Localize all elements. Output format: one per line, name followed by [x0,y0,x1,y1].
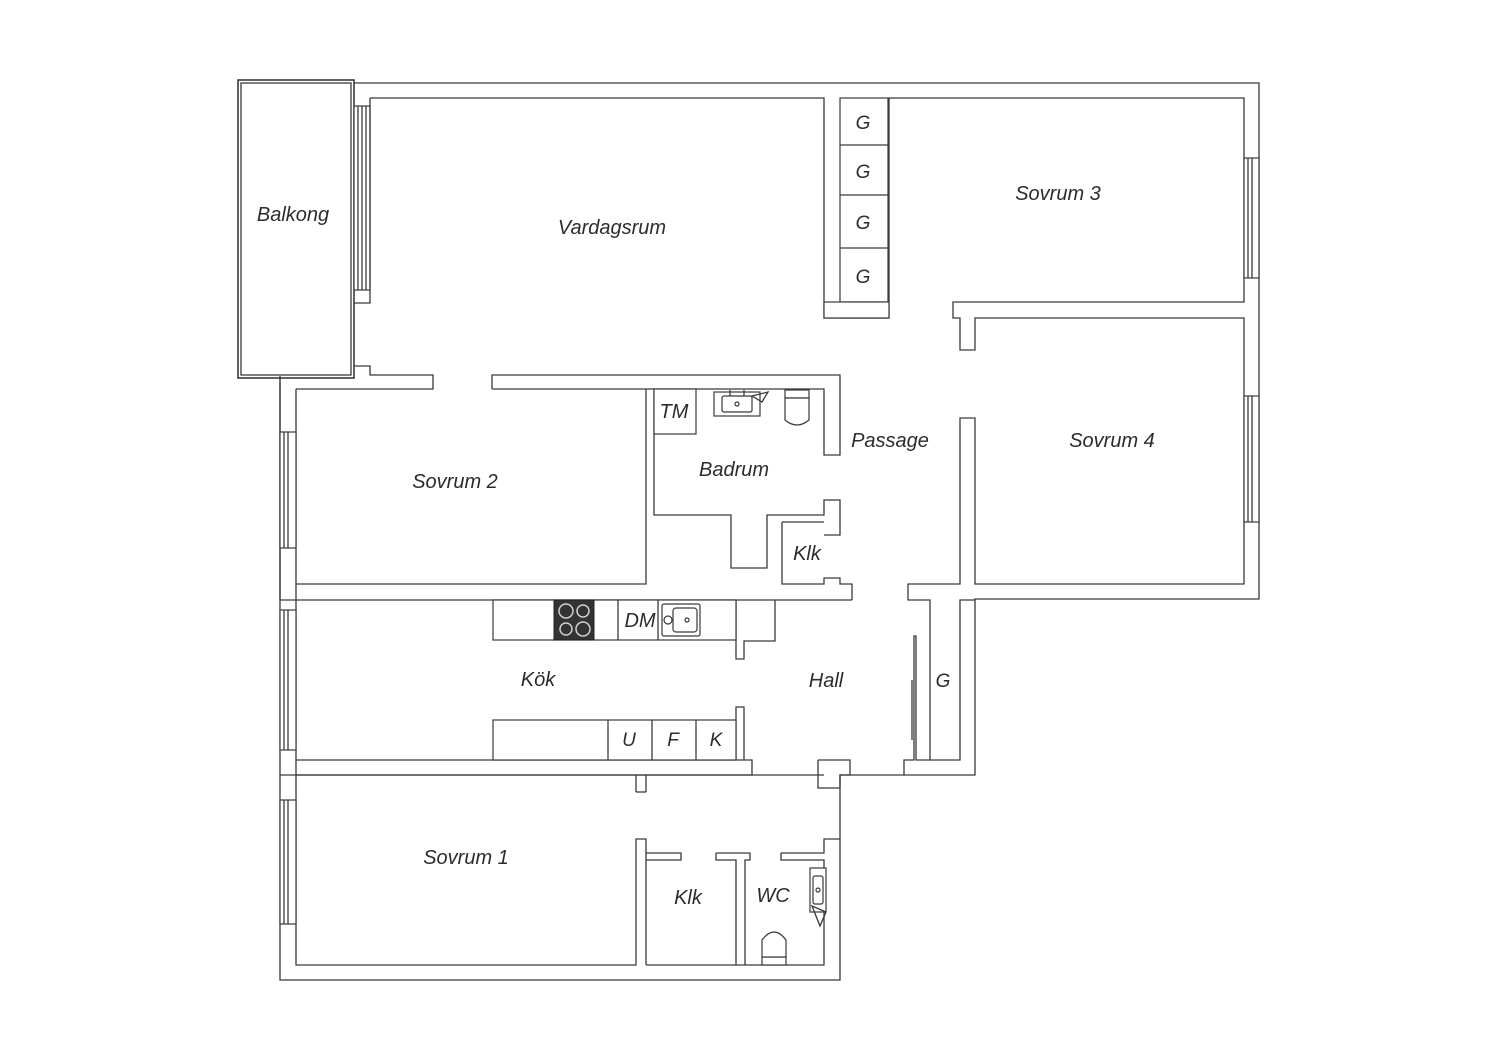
closet-label-g-hall: G [936,671,951,692]
room-label-kok: Kök [521,669,556,691]
room-label-vardagsrum: Vardagsrum [558,217,666,239]
room-label-passage: Passage [851,430,929,452]
bathroom-toilet [784,389,810,426]
kitchen-unit-f: F [667,730,680,751]
room-label-hall: Hall [809,670,844,692]
kitchen-unit-k: K [710,730,724,751]
stove-icon [553,599,595,641]
kitchen-counter-lower [492,719,737,761]
lower-closet-walls [646,838,840,966]
outer-walls [279,82,1260,981]
balcony-window [353,105,371,291]
kitchen-unit-u: U [622,730,636,751]
bathroom-sink [713,390,770,417]
room-label-tm: TM [660,401,689,423]
closet-label-g1: G [856,113,871,134]
bedroom2-window [279,431,297,549]
wc-sink [809,867,827,928]
room-label-klk-lower: Klk [674,887,703,909]
bathroom-walls [653,389,853,600]
hall-walls [635,635,930,793]
room-label-sovrum3: Sovrum 3 [1015,183,1101,205]
kitchen-sink-icon [661,603,701,637]
balcony [237,79,355,379]
room-label-klk-upper: Klk [793,543,822,565]
closet-label-g3: G [856,213,871,234]
bedroom4-window [1243,395,1260,523]
closet-label-g2: G [856,162,871,183]
bedroom1-window [279,799,297,925]
room-label-sovrum2: Sovrum 2 [412,471,498,493]
room-label-badrum: Badrum [699,459,769,481]
room-label-balkong: Balkong [257,204,329,226]
room-label-dm: DM [624,610,655,632]
wc-toilet [761,931,787,966]
wardrobe-column [823,97,890,319]
room-label-wc: WC [756,885,790,907]
closet-label-g4: G [856,267,871,288]
room-label-sovrum1: Sovrum 1 [423,847,509,869]
living-room-walls [296,98,841,456]
room-label-sovrum4: Sovrum 4 [1069,430,1155,452]
tm-box [653,388,697,435]
bedroom3-window [1243,157,1260,279]
kitchen-window [279,609,297,751]
